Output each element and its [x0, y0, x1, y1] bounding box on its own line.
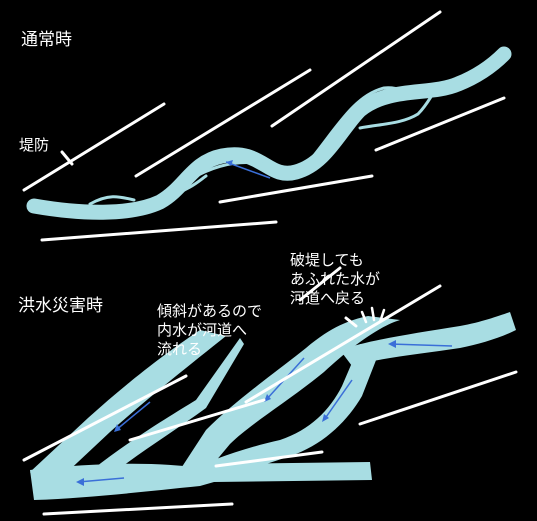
- flood-title: 洪水災害時: [18, 296, 103, 316]
- flood-arrow-heads: [76, 340, 396, 486]
- normal-title: 通常時: [21, 30, 72, 50]
- flood-levee-lines: [22, 266, 518, 516]
- flood-water: [30, 312, 516, 500]
- slope-note: 傾斜があるので 内水が河道へ 流れる: [157, 302, 263, 358]
- breach-burst-icon: [360, 306, 386, 324]
- normal-levee-lines: [22, 10, 506, 242]
- levee-label: 堤防: [19, 136, 50, 154]
- normal-flow-arrow: [225, 160, 271, 179]
- normal-river-water: [26, 46, 512, 220]
- breach-note: 破堤しても あふれた水が 河道へ戻る: [290, 251, 381, 307]
